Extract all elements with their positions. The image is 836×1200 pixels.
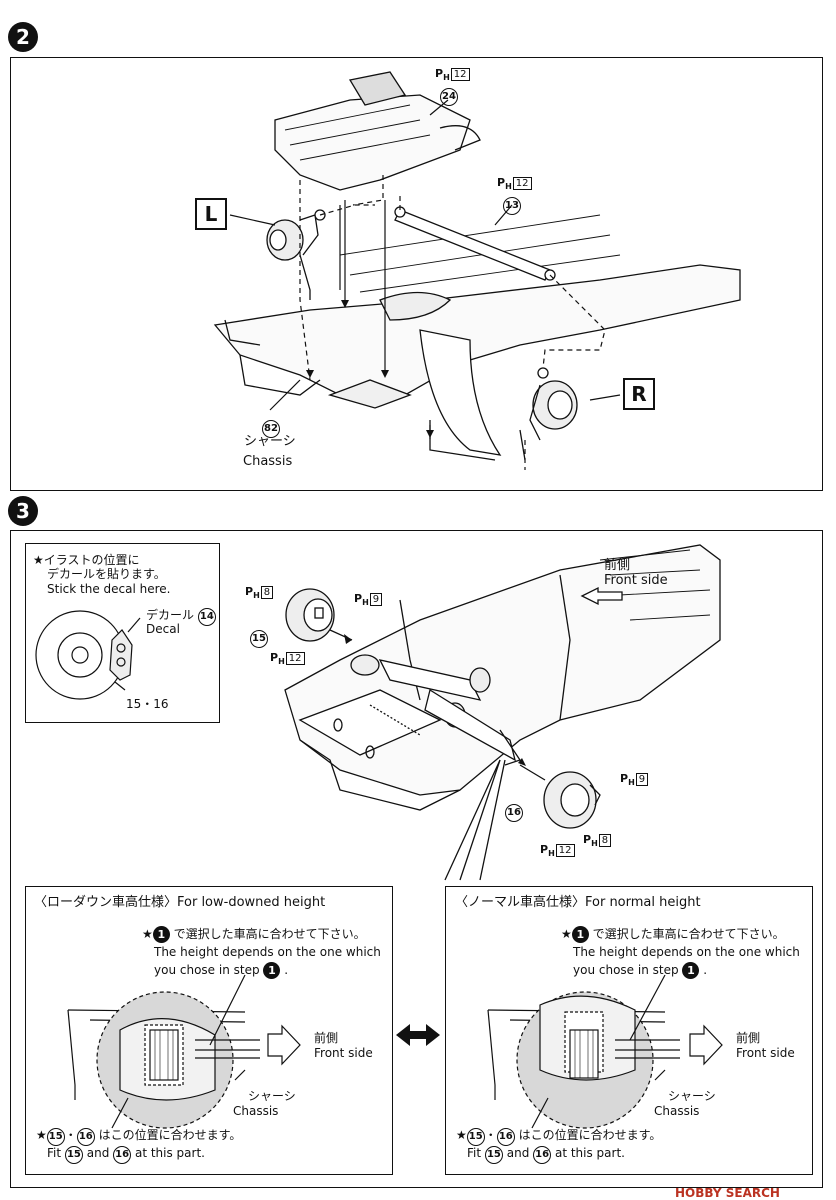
normal-fit-jp: ★15・16 はこの位置に合わせます。 [456, 1128, 661, 1146]
step-2-number: 2 [8, 22, 38, 52]
chassis-en-label: Chassis [243, 454, 293, 469]
low-downed-title: 〈ローダウン車高仕様〉For low-downed height [34, 895, 326, 910]
front-side-en: Front side [604, 573, 668, 588]
normal-front-jp: 前側 [736, 1031, 761, 1045]
decal-note-jp-2: デカールを貼ります。 [47, 567, 166, 581]
decal-jp-label: デカール 14 [146, 608, 216, 626]
decal-parts-label: 15・16 [126, 697, 169, 711]
decal-note-en: Stick the decal here. [47, 582, 171, 596]
part-24-label: 24 [440, 84, 458, 106]
normal-fit-en: Fit 15 and 16 at this part. [467, 1146, 625, 1164]
low-note-en-2: you chose in step 1 . [154, 962, 289, 979]
low-chassis-en: Chassis [233, 1104, 279, 1118]
normal-chassis-jp: シャーシ [668, 1089, 716, 1103]
part-15-label: 15 [250, 626, 268, 648]
hobby-search-watermark: HOBBY SEARCH [675, 1186, 780, 1200]
front-side-jp: 前側 [604, 558, 631, 573]
normal-chassis-en: Chassis [654, 1104, 700, 1118]
part-16-label: 16 [505, 800, 523, 822]
low-front-jp: 前側 [314, 1031, 339, 1045]
decal-en-label: Decal [146, 622, 180, 636]
low-fit-en: Fit 15 and 16 at this part. [47, 1146, 205, 1164]
low-note-jp: ★1 で選択した車高に合わせて下さい。 [142, 926, 366, 943]
chassis-jp-label: シャーシ [244, 434, 296, 449]
normal-note-en-2: you chose in step 1 . [573, 962, 708, 979]
low-downed-box [25, 886, 393, 1175]
normal-note-en-1: The height depends on the one which [573, 945, 800, 959]
normal-front-en: Front side [736, 1046, 795, 1060]
normal-note-jp: ★1 で選択した車高に合わせて下さい。 [561, 926, 785, 943]
part-13-label: 13 [503, 193, 521, 215]
step-2-illustration [213, 71, 741, 470]
low-front-en: Front side [314, 1046, 373, 1060]
low-fit-jp: ★15・16 はこの位置に合わせます。 [36, 1128, 241, 1146]
normal-box [445, 886, 813, 1175]
decal-note-jp-1: ★イラストの位置に [33, 553, 140, 567]
part-82-label: 82 [262, 416, 280, 438]
step-3-number: 3 [8, 496, 38, 526]
left-side-label: L [195, 198, 227, 230]
low-note-en-1: The height depends on the one which [154, 945, 381, 959]
low-chassis-jp: シャーシ [248, 1089, 296, 1103]
right-side-label: R [623, 378, 655, 410]
normal-title: 〈ノーマル車高仕様〉For normal height [455, 895, 701, 910]
